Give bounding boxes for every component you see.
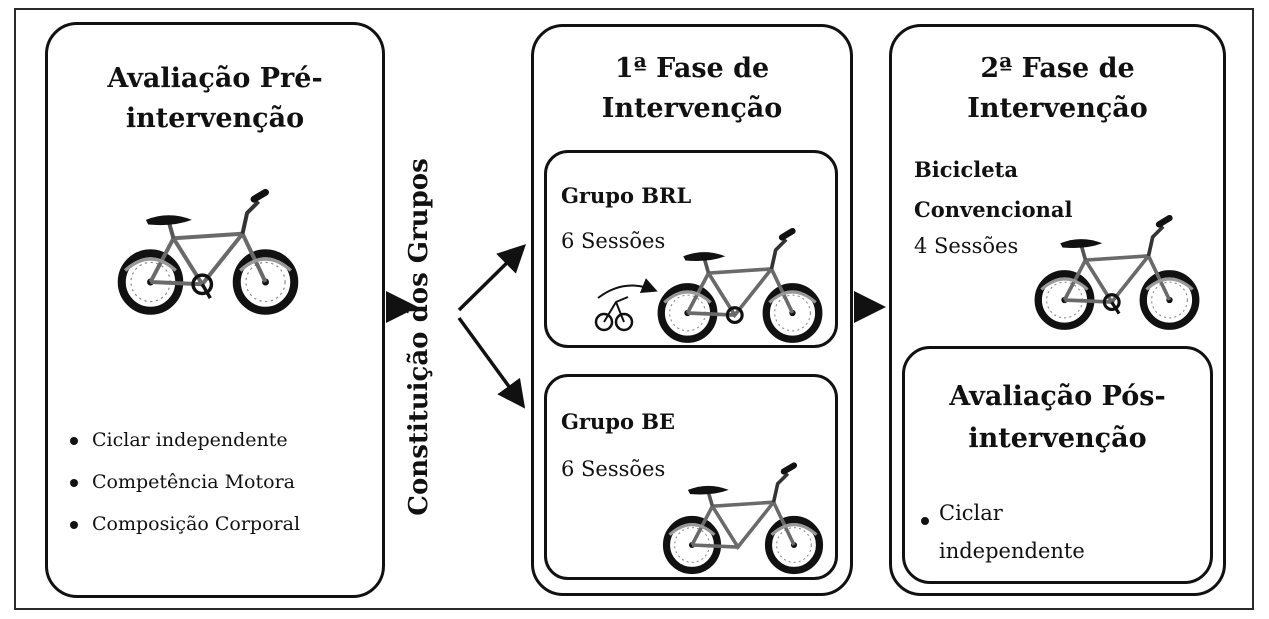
post-bullet-line1: Ciclar	[939, 501, 1003, 525]
bullet-dot	[70, 521, 78, 529]
group-be-sessions: 6 Sessões	[561, 457, 666, 481]
list-item: Ciclar independente	[70, 419, 300, 461]
bike-type-line1: Bicicleta	[914, 157, 1018, 182]
post-bullet-line2: independente	[939, 539, 1085, 563]
balance-bike-icon	[667, 465, 820, 570]
bicycle-icon	[1038, 218, 1196, 326]
pre-title-line1: Avaliação Pré-	[107, 63, 323, 94]
bullet-dot	[921, 517, 929, 525]
phase2-title-line2: Intervenção	[967, 93, 1148, 124]
list-item: Composição Corporal	[70, 503, 300, 545]
bike-type-line2: Convencional	[914, 197, 1073, 222]
diagram-frame	[14, 8, 1254, 610]
arrow-icon	[457, 244, 526, 312]
post-title-line1: Avaliação Pós-	[949, 381, 1166, 412]
bicycle-icon	[122, 192, 295, 310]
group-brl-name: Grupo BRL	[561, 183, 692, 208]
group-be-name: Grupo BE	[561, 409, 676, 434]
post-intervention-box: Avaliação Pós- intervenção Ciclar indepe…	[902, 346, 1213, 584]
pre-intervention-box: Avaliação Pré- intervenção Ciclar indepe…	[45, 22, 385, 598]
phase2-title-line1: 2ª Fase de	[980, 53, 1135, 84]
pre-bullet-list: Ciclar independente Competência Motora C…	[70, 419, 300, 545]
pre-title-line2: intervenção	[125, 103, 305, 134]
bullet-dot	[70, 437, 78, 445]
phase1-title-line2: Intervenção	[601, 93, 783, 124]
group-brl-box: Grupo BRL 6 Sessões	[544, 150, 838, 348]
group-brl-sessions: 6 Sessões	[561, 229, 666, 253]
list-item: Competência Motora	[70, 461, 300, 503]
post-title-line2: intervenção	[968, 423, 1147, 454]
bicycle-icon	[661, 231, 819, 339]
bullet-dot	[70, 479, 78, 487]
training-wheels-icon	[594, 278, 658, 332]
phase2-sessions: 4 Sessões	[914, 234, 1019, 258]
phase1-title-line1: 1ª Fase de	[614, 53, 770, 84]
arrow-icon	[457, 316, 526, 409]
